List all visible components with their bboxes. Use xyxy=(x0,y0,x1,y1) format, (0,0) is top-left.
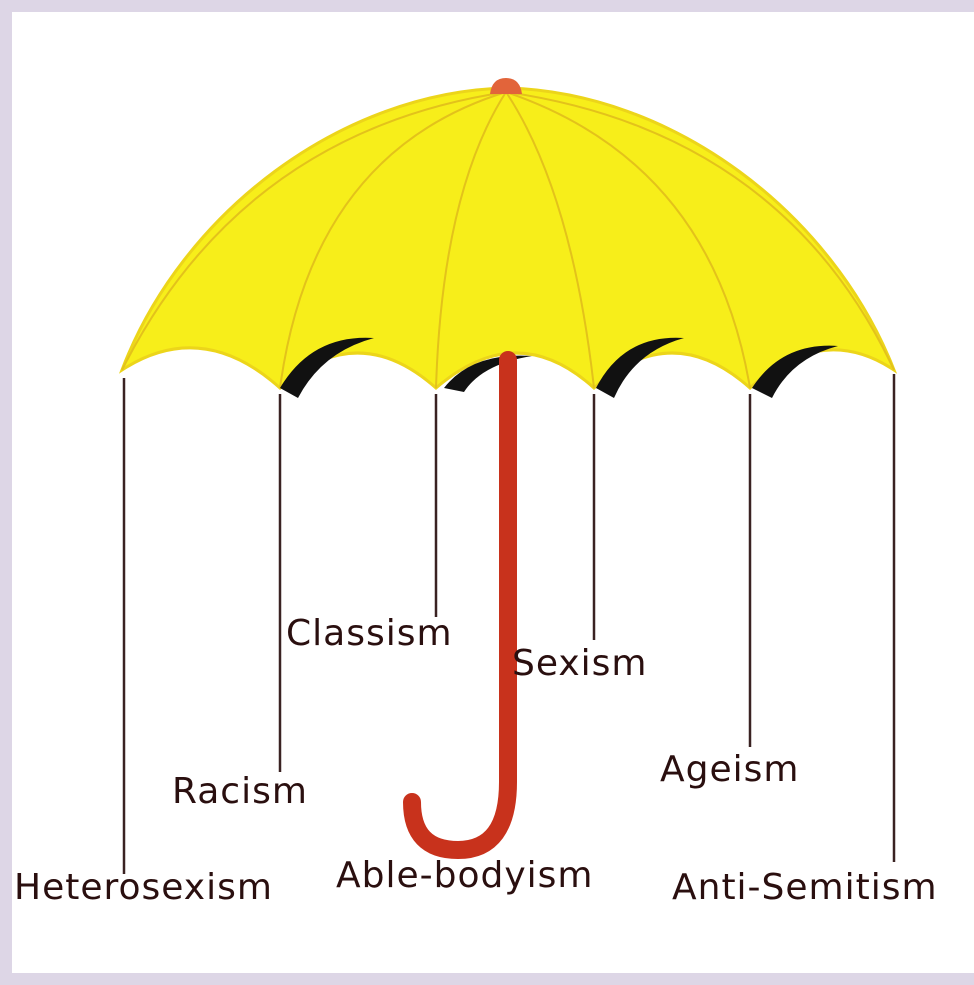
label-racism: Racism xyxy=(172,774,308,810)
label-anti-semitism: Anti-Semitism xyxy=(672,870,938,906)
label-heterosexism: Heterosexism xyxy=(14,870,273,906)
umbrella-graphic xyxy=(12,12,974,985)
umbrella-tip xyxy=(490,78,522,94)
label-classism: Classism xyxy=(286,616,453,652)
label-able-bodyism: Able-bodyism xyxy=(336,858,593,894)
umbrella-handle xyxy=(412,360,508,850)
umbrella-canopy xyxy=(122,88,894,388)
label-ageism: Ageism xyxy=(660,752,799,788)
label-sexism: Sexism xyxy=(512,646,648,682)
diagram-canvas: Heterosexism Racism Classism Able-bodyis… xyxy=(12,12,974,973)
